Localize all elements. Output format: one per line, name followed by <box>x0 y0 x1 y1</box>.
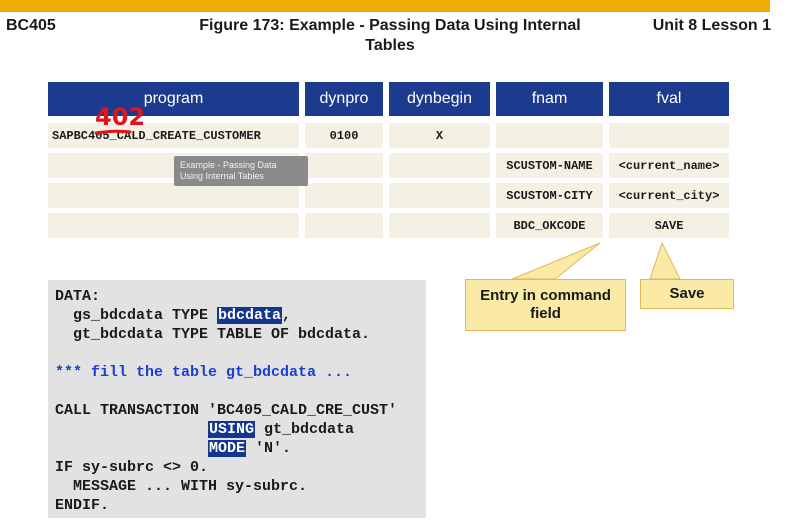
code-block: DATA: gs_bdcdata TYPE bdcdata, gt_bdcdat… <box>48 280 426 518</box>
table-cell-fnam: SCUSTOM-NAME <box>496 153 603 178</box>
table-cell-fval <box>609 123 729 148</box>
keyword-highlight: bdcdata <box>217 307 283 324</box>
table-cell-dynbegin <box>389 183 490 208</box>
code-text <box>55 440 208 457</box>
code-text: , <box>282 307 292 324</box>
code-comment: *** fill the table gt_bdcdata ... <box>55 364 353 381</box>
callout-pointer-command <box>511 242 601 280</box>
tooltip: Example - Passing Data Using Internal Ta… <box>174 156 308 186</box>
col-header-fnam: fnam <box>496 82 603 116</box>
handwritten-underline <box>94 129 132 135</box>
col-header-dynbegin: dynbegin <box>389 82 490 116</box>
table-cell-program <box>48 213 299 238</box>
code-line: MESSAGE ... WITH sy-subrc. <box>55 478 308 495</box>
table-cell-fnam: SCUSTOM-CITY <box>496 183 603 208</box>
table-cell-program: SAPBC405_CALD_CREATE_CUSTOMER <box>48 123 299 148</box>
table-cell-fnam: BDC_OKCODE <box>496 213 603 238</box>
callout-command-field: Entry in command field <box>465 279 626 331</box>
code-text: gs_bdcdata TYPE <box>55 307 218 324</box>
table-cell-dynbegin <box>389 153 490 178</box>
table-cell-dynpro <box>305 153 383 178</box>
handwritten-annotation: 402 <box>94 103 145 135</box>
code-line: DATA: <box>55 288 101 305</box>
table-cell-fval: SAVE <box>609 213 729 238</box>
callout-save: Save <box>640 279 734 309</box>
keyword-highlight: USING <box>208 421 256 438</box>
code-line: ENDIF. <box>55 497 110 514</box>
table-cell-dynpro <box>305 183 383 208</box>
table-cell-dynpro <box>305 213 383 238</box>
col-header-dynpro: dynpro <box>305 82 383 116</box>
keyword-highlight: MODE <box>208 440 247 457</box>
table-cell-fnam <box>496 123 603 148</box>
code-line <box>55 382 426 401</box>
code-line: MODE 'N'. <box>55 439 426 458</box>
code-line: gs_bdcdata TYPE bdcdata, <box>55 306 426 325</box>
col-header-fval: fval <box>609 82 729 116</box>
table-cell-dynpro: 0100 <box>305 123 383 148</box>
code-line: CALL TRANSACTION 'BC405_CALD_CRE_CUST' <box>55 402 398 419</box>
code-line: gt_bdcdata TYPE TABLE OF bdcdata. <box>55 326 371 343</box>
code-text <box>55 421 208 438</box>
code-line: USING gt_bdcdata <box>55 420 426 439</box>
accent-bar <box>0 0 770 12</box>
code-text: 'N'. <box>246 440 292 457</box>
figure-title: Figure 173: Example - Passing Data Using… <box>199 17 581 54</box>
code-line: IF sy-subrc <> 0. <box>55 459 209 476</box>
table-cell-dynbegin <box>389 213 490 238</box>
table-cell-fval: <current_city> <box>609 183 729 208</box>
code-text: gt_bdcdata <box>255 421 355 438</box>
table-cell-fval: <current_name> <box>609 153 729 178</box>
handwritten-text: 402 <box>95 103 145 131</box>
callout-pointer-save <box>649 241 681 280</box>
course-code: BC405 <box>6 17 56 34</box>
unit-lesson: Unit 8 Lesson 1 <box>652 17 771 34</box>
table-cell-dynbegin: X <box>389 123 490 148</box>
table-cell-program <box>48 183 299 208</box>
col-header-program: program <box>48 82 299 116</box>
code-line <box>55 344 426 363</box>
